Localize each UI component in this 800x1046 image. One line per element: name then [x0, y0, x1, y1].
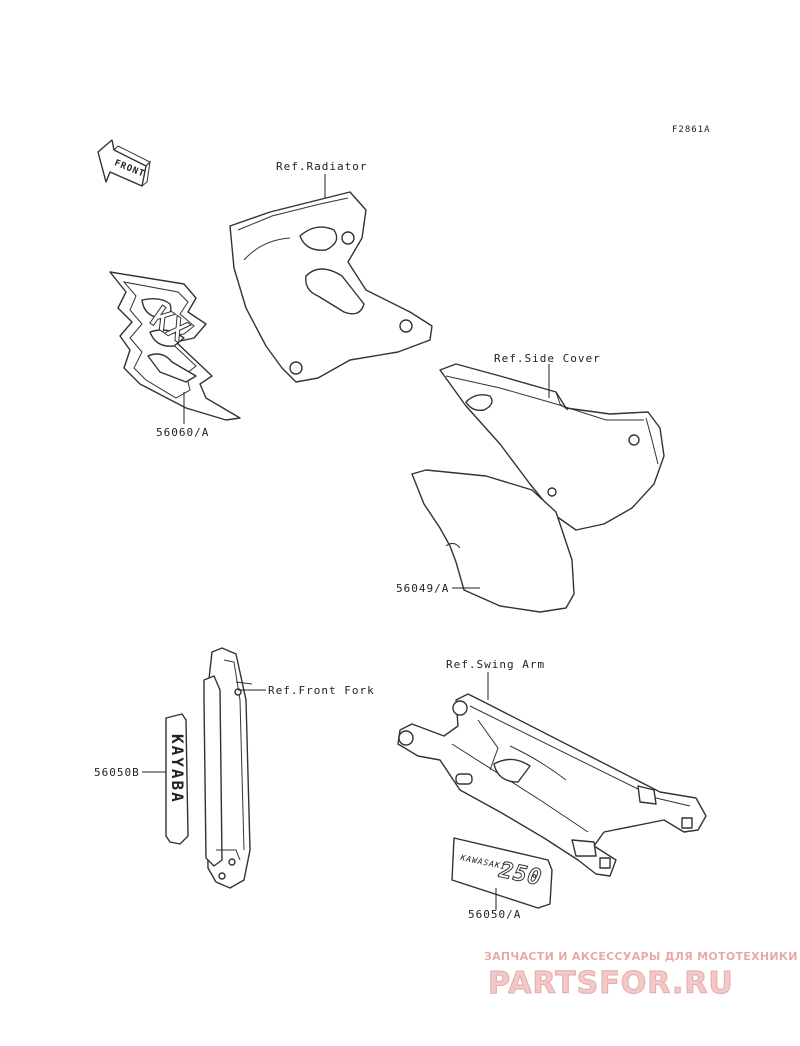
watermark-tagline: ЗАПЧАСТИ И АКСЕССУАРЫ ДЛЯ МОТОТЕХНИКИ: [484, 950, 798, 963]
front-arrow-icon: FRONT: [97, 139, 151, 187]
kx-decal: KX: [109, 271, 241, 421]
front-fork: [203, 647, 253, 889]
ref-swing-arm-label: Ref.Swing Arm: [446, 658, 545, 671]
fork-decal: KAYABA: [165, 713, 189, 845]
part-number-56060a: 56060/A: [156, 426, 209, 439]
fork-decal-text: KAYABA: [168, 734, 187, 804]
ref-front-fork-label: Ref.Front Fork: [268, 684, 375, 697]
ref-side-cover-label: Ref.Side Cover: [494, 352, 601, 365]
side-cover: [439, 363, 665, 531]
radiator-shroud: [229, 191, 433, 383]
side-cover-decal: [411, 469, 575, 613]
part-number-56049a: 56049/A: [396, 582, 449, 595]
swing-arm-decal: KAWASAKI 250: [451, 837, 553, 909]
ref-radiator-label: Ref.Radiator: [276, 160, 367, 173]
part-number-56050b: 56050B: [94, 766, 140, 779]
watermark-logo: PARTSFOR.RU: [488, 966, 734, 1002]
figure-id: F2861A: [672, 125, 711, 135]
swing-arm: [397, 693, 707, 877]
part-number-56050a: 56050/A: [468, 908, 521, 921]
